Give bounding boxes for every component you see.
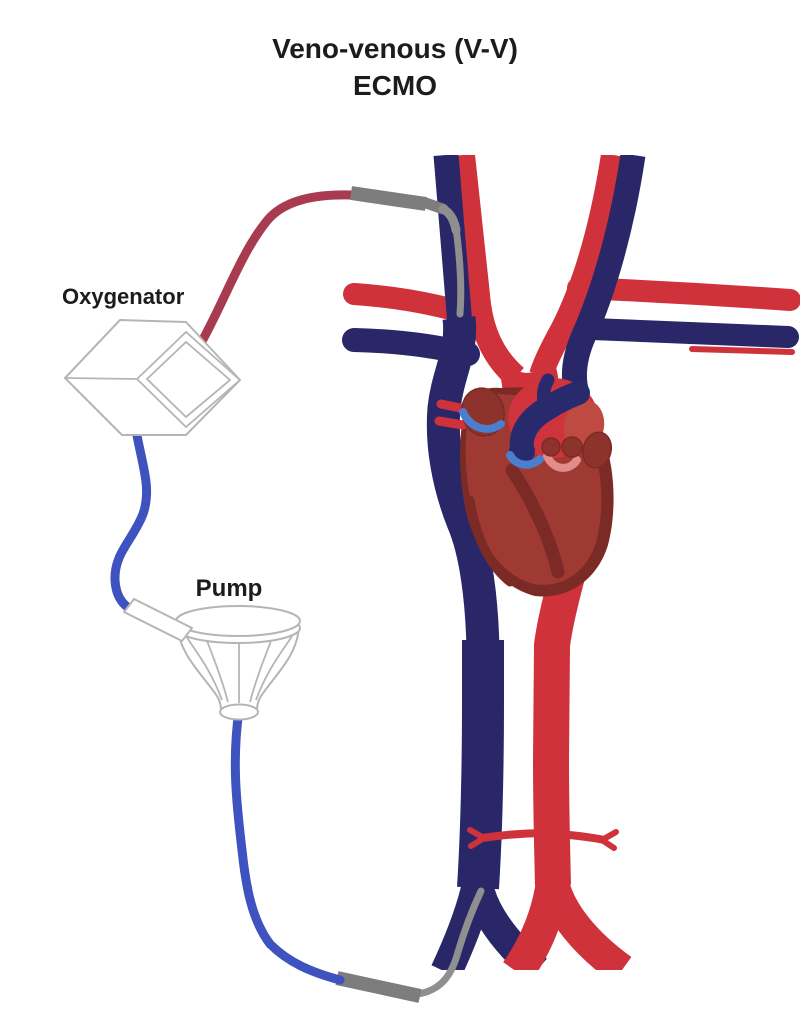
pulmonary-vein-stub-lower [434, 416, 468, 430]
heart [434, 373, 614, 597]
femoral-cannula [414, 887, 485, 998]
pulmonary-vein-stub-upper [436, 399, 470, 414]
subclavian-artery-thin-right [689, 346, 795, 355]
pulmonary-valve-ring [506, 451, 544, 469]
aortic-valve-ring [543, 452, 581, 472]
oxygenator-icon [64, 319, 242, 436]
drainage-connector [335, 971, 422, 1003]
jugular-cannula [452, 224, 465, 318]
pump-rim-upper [175, 605, 301, 637]
pump-icon [123, 598, 301, 721]
oxygenator-label: Oxygenator [62, 284, 185, 309]
pulmonary-artery-branch [537, 373, 555, 417]
pump-outlet [219, 703, 259, 721]
septum-shadow [505, 463, 565, 579]
ivc-vein [457, 640, 504, 890]
diagram-title-line1: Veno-venous (V-V) [272, 33, 518, 64]
return-tube [195, 190, 357, 350]
carotid-artery-right [529, 155, 625, 379]
renal-arteries [467, 827, 619, 851]
iliac-artery-right [537, 878, 632, 970]
pump-label: Pump [196, 575, 263, 602]
vessel-stump-left [541, 437, 561, 457]
drainage-tube-lower [230, 705, 345, 985]
svc-vein [426, 316, 500, 651]
jugular-vein-right [561, 155, 646, 393]
drainage-tube-upper [110, 425, 152, 618]
left-atrial-appendage [581, 431, 613, 469]
pump-inlet-pipe [123, 598, 193, 642]
body-vessels [342, 155, 800, 970]
rv-shadow [465, 495, 515, 587]
diagram-title-line2: ECMO [353, 70, 437, 101]
svc-valve-ring [459, 408, 505, 433]
return-connector [349, 186, 428, 211]
pump-vanes [185, 635, 293, 703]
subclavian-vein-right [581, 318, 799, 348]
vessel-stump-right [561, 436, 583, 458]
